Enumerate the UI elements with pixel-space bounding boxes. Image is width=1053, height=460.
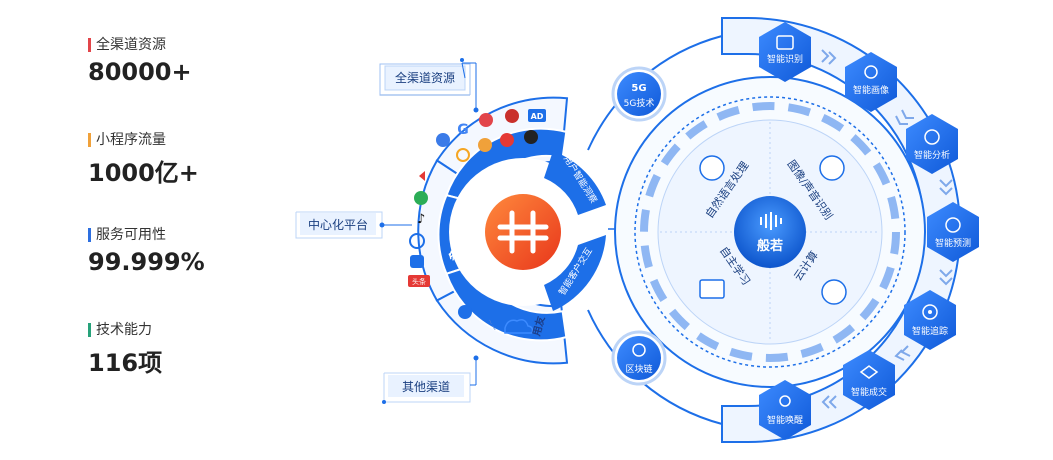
stat-label: 技术能力	[96, 322, 152, 338]
stat-value: 1000亿+	[88, 159, 199, 187]
stats-panel: 全渠道资源 80000+ 小程序流量 1000亿+ 服务可用性 99.999% …	[88, 30, 288, 410]
callout-all-channel: 全渠道资源	[379, 58, 479, 113]
capability-track[interactable]: 智能追踪	[904, 290, 956, 350]
hub-logo	[485, 194, 561, 270]
capability-identify[interactable]: 智能识别	[759, 22, 811, 82]
feather-icon	[458, 305, 472, 319]
hub-5g[interactable]	[617, 72, 661, 116]
nlp-icon	[699, 155, 725, 181]
learning-icon	[699, 279, 725, 299]
core-dashed-ring	[634, 96, 906, 368]
google-icon: G	[457, 122, 469, 138]
wechat-icon	[414, 191, 428, 205]
capability-label: 智能识别	[767, 53, 803, 65]
capability-predict[interactable]: 智能预测	[927, 202, 979, 262]
blockchain-icon	[632, 343, 646, 357]
signal-5g-icon: 5G	[631, 83, 646, 94]
stat-all-channel: 全渠道资源 80000+	[88, 30, 288, 125]
scan-icon	[776, 35, 794, 50]
weibo-icon	[500, 133, 514, 147]
predict-icon	[945, 217, 961, 233]
stat-mini-program: 小程序流量 1000亿+	[88, 125, 288, 220]
capability-wake[interactable]: 智能唤醒	[759, 380, 811, 440]
stat-label: 全渠道资源	[96, 37, 166, 53]
capability-deal[interactable]: 智能成交	[843, 350, 895, 410]
toutiao-icon-label: 头条	[412, 277, 426, 286]
hub-5g-label: 5G技术	[624, 97, 655, 109]
core-badge[interactable]	[734, 196, 806, 268]
stat-label: 服务可用性	[96, 227, 166, 243]
callout-box	[388, 375, 464, 397]
capability-label: 智能预测	[935, 237, 971, 249]
stat-value: 99.999%	[88, 248, 205, 276]
handshake-icon	[859, 365, 879, 379]
capability-label: 智能唤醒	[767, 414, 803, 426]
callout-center-platform: 中心化平台	[295, 211, 412, 239]
netease-icon	[505, 109, 519, 123]
stat-marker	[88, 323, 91, 337]
weibo-red-icon	[479, 113, 493, 127]
stat-value: 116项	[88, 349, 163, 377]
capabilities: 智能识别 智能画像 智能分析 智能预测 智能追踪 智能成交	[759, 22, 979, 440]
capability-profile[interactable]: 智能画像	[845, 52, 897, 112]
bulb-icon	[779, 395, 791, 407]
alipay-icon	[410, 255, 424, 268]
core-tick-ring	[640, 102, 900, 362]
hub-blockchain-label: 区块链	[625, 363, 652, 375]
capability-label: 智能分析	[914, 149, 950, 161]
sohu-icon	[478, 138, 492, 152]
callout-label: 全渠道资源	[395, 70, 455, 85]
tiktok-icon: ♪	[417, 212, 425, 227]
flow-chevrons	[821, 49, 953, 409]
capability-label: 智能画像	[853, 84, 889, 96]
left-fan: 天机魔方 多领小程序 中间件	[417, 96, 597, 365]
qq-icon	[524, 130, 538, 144]
bridge-user-insight[interactable]	[544, 151, 606, 215]
bridge-smart-interaction[interactable]	[544, 235, 606, 311]
cloud-compute-icon	[821, 279, 847, 305]
stat-label: 小程序流量	[96, 132, 166, 148]
callout-box	[384, 65, 466, 91]
ring-label-middleware: 中间件	[498, 277, 534, 292]
callout-box	[300, 213, 376, 235]
stat-marker	[88, 133, 91, 147]
capability-analysis[interactable]: 智能分析	[906, 114, 958, 174]
portrait-icon	[864, 65, 878, 79]
search-app-icon	[456, 148, 470, 162]
callout-other-channels: 其他渠道	[382, 355, 479, 404]
capability-label: 智能追踪	[912, 325, 948, 337]
link-icon	[409, 233, 425, 249]
channel-icons-left: ♪ 头条	[408, 171, 430, 287]
cloud-icon	[504, 319, 534, 334]
ad-icon-label: AD	[531, 112, 544, 121]
callout-label: 中心化平台	[308, 217, 368, 232]
callout-label: 其他渠道	[402, 380, 450, 394]
waveform-icon	[760, 212, 782, 230]
stat-marker	[88, 38, 91, 52]
stat-tech: 技术能力 116项	[88, 315, 288, 410]
analysis-icon	[924, 129, 940, 145]
channel-icons-top: G AD	[436, 109, 546, 162]
stat-value: 80000+	[88, 58, 192, 86]
toutiao-icon	[408, 275, 430, 287]
baidu-icon	[436, 133, 450, 147]
capability-label: 智能成交	[851, 386, 887, 398]
core-name: 般若	[757, 238, 783, 254]
right-system: 般若 自然语言处理 图像/声音识别 自主学习 云计算 5G 5G技术 区块链	[587, 17, 961, 443]
target-icon	[922, 304, 938, 320]
ad-icon	[528, 109, 546, 122]
hub-logo-icon	[497, 210, 549, 254]
stat-availability: 服务可用性 99.999%	[88, 220, 288, 315]
toolbox-icon	[419, 171, 425, 181]
stat-marker	[88, 228, 91, 242]
voice-icon	[819, 155, 845, 181]
hub-blockchain[interactable]	[617, 336, 661, 380]
